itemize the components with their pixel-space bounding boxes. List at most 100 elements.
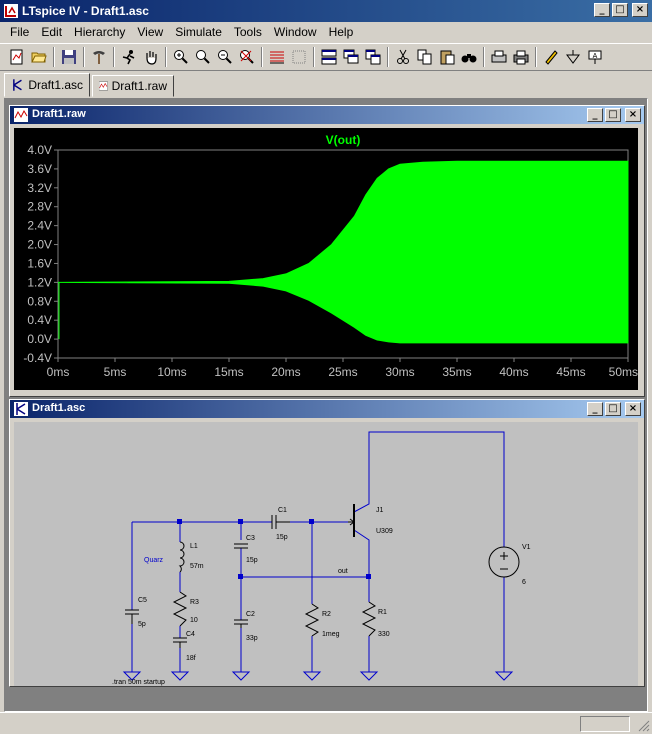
toolbar-separator — [53, 47, 55, 67]
toolbar-separator — [535, 47, 537, 67]
x-tick-label: 50ms — [609, 365, 638, 379]
menu-file[interactable]: File — [10, 25, 30, 39]
trace-label[interactable]: V(out) — [326, 133, 361, 147]
menu-edit[interactable]: Edit — [41, 25, 63, 39]
vout-trace[interactable] — [57, 160, 629, 344]
jfet-j1[interactable] — [348, 504, 355, 537]
tab-draft1-raw[interactable]: Draft1.raw — [92, 75, 174, 97]
zoom-area-icon[interactable] — [192, 46, 214, 68]
grid-icon[interactable] — [288, 46, 310, 68]
autorange-icon[interactable] — [266, 46, 288, 68]
inductor-l1[interactable] — [178, 541, 185, 573]
resize-grip-icon[interactable] — [636, 718, 650, 732]
tile-horizontal-icon[interactable] — [318, 46, 340, 68]
zoom-out-icon[interactable] — [214, 46, 236, 68]
schematic-icon — [13, 79, 22, 91]
capacitor-c1[interactable] — [271, 515, 290, 529]
x-tick-label: 35ms — [442, 365, 471, 379]
y-tick-label: 0.0V — [27, 332, 52, 346]
maximize-button[interactable]: □ — [605, 108, 621, 122]
capacitor-c4[interactable] — [173, 637, 187, 648]
control-panel-hammer-icon[interactable] — [88, 46, 110, 68]
tran-directive[interactable]: .tran 50m startup — [112, 679, 165, 686]
minimize-button[interactable]: _ — [587, 402, 603, 416]
r1-value: 330 — [378, 631, 390, 638]
voltage-source-v1[interactable] — [488, 546, 520, 578]
minimize-button[interactable]: _ — [587, 108, 603, 122]
resistor-r3[interactable] — [172, 591, 188, 627]
tab-label: Draft1.raw — [111, 79, 167, 93]
c1-value: 15p — [276, 534, 288, 541]
net-label-out[interactable]: out — [338, 568, 348, 575]
ground-symbols — [122, 671, 514, 681]
print-icon[interactable] — [510, 46, 532, 68]
main-toolbar: A — [0, 43, 652, 71]
c3-ref: C3 — [246, 535, 255, 542]
zoom-fit-icon[interactable] — [236, 46, 258, 68]
run-simulation-icon[interactable] — [118, 46, 140, 68]
c4-ref: C4 — [186, 631, 195, 638]
x-tick-label: 5ms — [104, 365, 127, 379]
r2-ref: R2 — [322, 611, 331, 618]
y-tick-label: 2.0V — [27, 238, 52, 252]
print-setup-icon[interactable] — [488, 46, 510, 68]
y-tick-label: 3.6V — [27, 162, 52, 176]
menu-view[interactable]: View — [137, 25, 164, 39]
document-tabs: Draft1.asc Draft1.raw — [0, 72, 652, 98]
toolbar-separator — [387, 47, 389, 67]
l1-value: 57m — [190, 563, 204, 570]
x-tick-label: 10ms — [157, 365, 186, 379]
tab-draft1-asc[interactable]: Draft1.asc — [4, 73, 90, 97]
save-icon[interactable] — [58, 46, 80, 68]
c5-ref: C5 — [138, 597, 147, 604]
menu-simulate[interactable]: Simulate — [175, 25, 222, 39]
capacitor-c2[interactable] — [234, 619, 248, 628]
resistor-r1[interactable] — [361, 601, 377, 637]
v1-value: 6 — [522, 579, 526, 586]
find-binoculars-icon[interactable] — [458, 46, 480, 68]
maximize-button[interactable]: □ — [612, 3, 628, 17]
paste-icon[interactable] — [436, 46, 458, 68]
schematic-window-titlebar[interactable]: Draft1.asc _ □ × — [10, 400, 644, 418]
waveform-window-titlebar[interactable]: Draft1.raw _ □ × — [10, 106, 644, 124]
ground-icon[interactable] — [562, 46, 584, 68]
status-panel — [580, 716, 630, 732]
schematic-window[interactable]: Draft1.asc _ □ × — [9, 399, 645, 687]
c2-ref: C2 — [246, 611, 255, 618]
waveform-chart[interactable]: V(out) 4.0V3.6V3.2V2.8V2.4V2.0V1.6V1.2V0… — [14, 128, 638, 390]
new-schematic-icon[interactable] — [6, 46, 28, 68]
zoom-in-icon[interactable] — [170, 46, 192, 68]
close-button[interactable]: × — [632, 3, 648, 17]
menu-tools[interactable]: Tools — [233, 25, 262, 39]
draw-wire-pencil-icon[interactable] — [540, 46, 562, 68]
waveform-icon — [14, 108, 28, 122]
minimize-button[interactable]: _ — [594, 3, 610, 17]
close-button[interactable]: × — [625, 108, 641, 122]
open-folder-icon[interactable] — [28, 46, 50, 68]
cut-scissors-icon[interactable] — [392, 46, 414, 68]
copy-icon[interactable] — [414, 46, 436, 68]
net-label-icon[interactable]: A — [584, 46, 606, 68]
menu-hierarchy[interactable]: Hierarchy — [74, 25, 126, 39]
app-titlebar[interactable]: LTspice IV - Draft1.asc _ □ × — [0, 0, 652, 22]
tile-vertical-icon[interactable] — [362, 46, 384, 68]
x-tick-label: 25ms — [328, 365, 357, 379]
menu-help[interactable]: Help — [328, 25, 354, 39]
schematic-canvas[interactable]: C1 15p C2 33p C3 15p C4 18f C5 5p L1 57m… — [14, 422, 638, 686]
toolbar-separator — [165, 47, 167, 67]
maximize-button[interactable]: □ — [605, 402, 621, 416]
close-button[interactable]: × — [625, 402, 641, 416]
x-tick-label: 45ms — [556, 365, 585, 379]
y-tick-label: 2.8V — [27, 200, 52, 214]
menu-window[interactable]: Window — [273, 25, 317, 39]
cascade-icon[interactable] — [340, 46, 362, 68]
r3-value: 10 — [190, 617, 198, 624]
capacitor-c3[interactable] — [234, 543, 248, 549]
resistor-r2[interactable] — [304, 603, 320, 637]
pan-hand-icon[interactable] — [140, 46, 162, 68]
waveform-window-title: Draft1.raw — [32, 108, 86, 120]
capacitor-c5[interactable] — [125, 609, 139, 624]
